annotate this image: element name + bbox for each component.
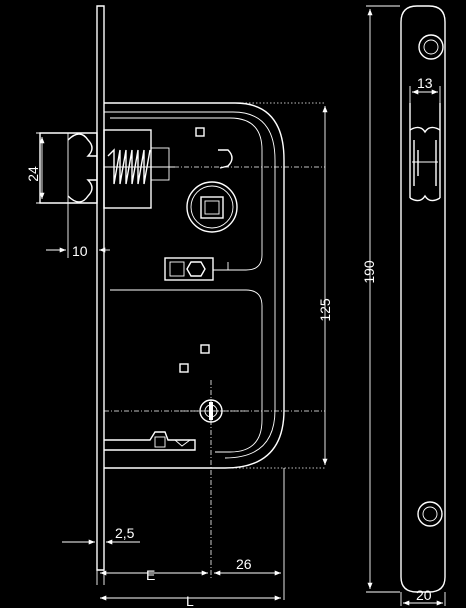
dim-label-10: 10 [72,243,88,259]
dimension-125: 125 [317,106,333,465]
dim-label-125: 125 [317,298,333,322]
dimension-E-26: E 26 [100,468,285,600]
lower-mechanism [104,344,223,451]
pin-square [195,127,205,137]
dim-label-L: L [186,593,194,608]
latch-lever [218,149,233,169]
dimension-20: 20 [400,587,446,606]
dimension-24: 24 [25,132,68,204]
dim-label-13: 13 [417,75,433,91]
latch-bolt [39,129,175,209]
dim-label-20: 20 [416,587,432,603]
faceplate-front [400,5,446,593]
faceplate-side [96,5,105,585]
dimension-190: 190 [361,5,400,593]
dimension-13: 13 [409,75,441,103]
locking-lever [164,257,229,281]
follower-hub [186,181,238,233]
dimension-2-5: 2,5 [62,525,140,545]
dimension-L: L [100,593,281,608]
dim-label-2-5: 2,5 [115,525,135,541]
lock-case [104,102,285,469]
dim-label-E: E [146,567,155,583]
dim-label-190: 190 [361,260,377,284]
dim-label-26: 26 [236,556,252,572]
centre-lines [104,102,325,580]
dim-label-24: 24 [25,166,41,182]
dimension-10: 10 [46,203,110,259]
